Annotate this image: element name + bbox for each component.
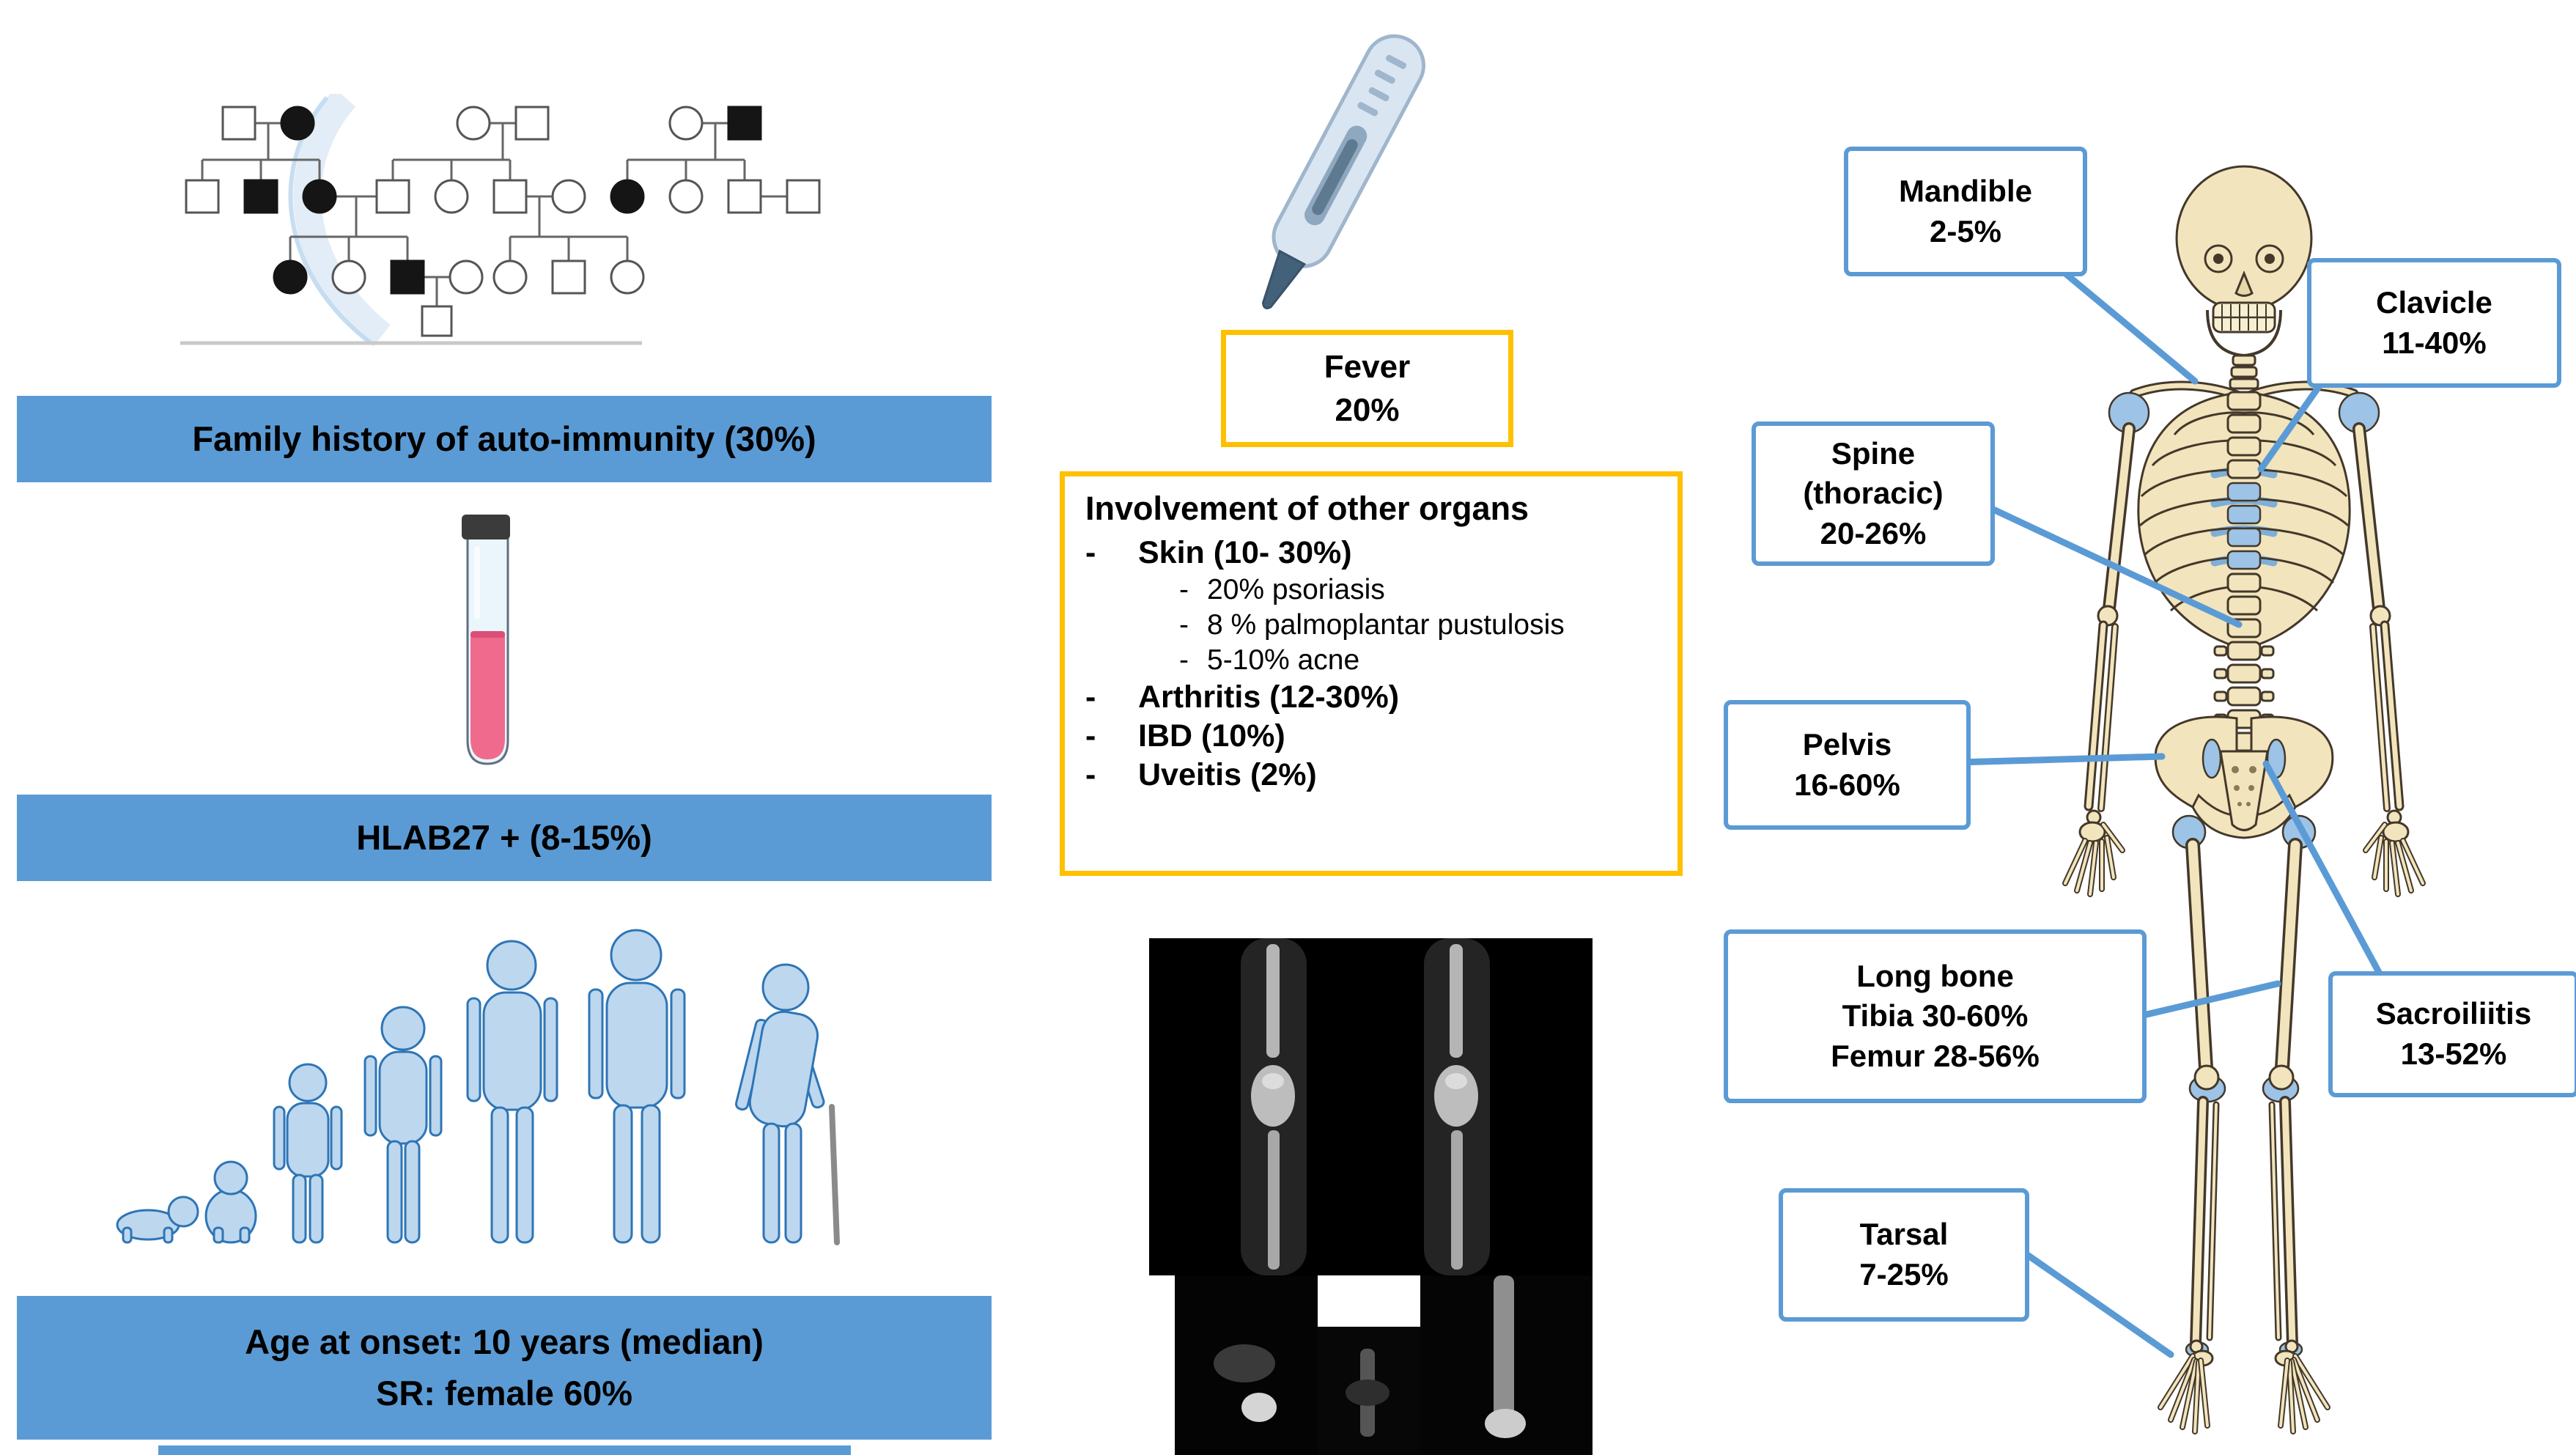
spine — [2213, 391, 2275, 752]
callout-pelvis-name: Pelvis — [1802, 726, 1892, 762]
other-organs-box: Involvement of other organs - Skin (10- … — [1060, 471, 1683, 876]
figure-adult — [466, 940, 558, 1244]
callout-tarsal-value: 7-25% — [1859, 1257, 1949, 1292]
organ-subitem-acne: - 5-10% acne — [1179, 644, 1360, 676]
pedigree-chart-icon — [180, 94, 821, 347]
family-history-text: Family history of auto-immunity (30%) — [192, 419, 816, 458]
hlab27-text: HLAB27 + (8-15%) — [356, 817, 652, 857]
si-joint-right — [2266, 738, 2287, 779]
callout-clavicle-value: 11-40% — [2382, 325, 2487, 360]
callout-spine-name: Spine — [1831, 435, 1916, 471]
callout-long-bone-tibia: Tibia 30-60% — [1842, 998, 2029, 1034]
cervical-spine — [2229, 354, 2259, 390]
callout-spine-value: 20-26% — [1820, 515, 1927, 550]
thermometer-icon — [1261, 34, 1425, 309]
organ-subitem-pustulosis: - 8 % palmoplantar pustulosis — [1179, 609, 1565, 641]
organ-item-skin: - Skin (10- 30%) — [1085, 535, 1352, 570]
callout-pelvis-value: 16-60% — [1794, 767, 1900, 802]
callout-long-bone-femur: Femur 28-56% — [1831, 1038, 2040, 1073]
hlab27-banner: HLAB27 + (8-15%) — [17, 795, 992, 881]
family-history-banner: Family history of auto-immunity (30%) — [17, 396, 992, 482]
callout-sacroiliitis: Sacroiliitis 13-52% — [2328, 971, 2576, 1097]
figure-adult-tall — [588, 929, 686, 1244]
figure-toddler — [204, 1160, 257, 1244]
organ-item-uveitis: - Uveitis (2%) — [1085, 757, 1317, 792]
callout-long-bone-name: Long bone — [1856, 958, 2014, 993]
leg-left — [2158, 838, 2226, 1434]
callout-pelvis: Pelvis 16-60% — [1724, 700, 1971, 830]
figure-elderly — [734, 963, 840, 1245]
skull — [2175, 165, 2313, 358]
callout-mandible-value: 2-5% — [1929, 213, 2002, 248]
callout-spine: Spine (thoracic) 20-26% — [1752, 421, 1995, 566]
leg-right — [2263, 845, 2328, 1432]
other-organs-title: Involvement of other organs — [1085, 490, 1529, 527]
callout-tarsal-name: Tarsal — [1859, 1217, 1949, 1252]
fever-title: Fever — [1324, 348, 1411, 385]
fever-box: Fever 20% — [1221, 330, 1513, 447]
figure-baby — [116, 1196, 199, 1244]
callout-mandible: Mandible 2-5% — [1844, 147, 2087, 276]
age-onset-banner: Age at onset: 10 years (median) SR: fema… — [17, 1296, 992, 1440]
cutoff-banner-strip — [158, 1445, 851, 1455]
callout-sacroiliitis-name: Sacroiliitis — [2375, 996, 2532, 1031]
organ-item-arthritis: - Arthritis (12-30%) — [1085, 679, 1400, 715]
arm-right — [2359, 429, 2423, 894]
si-joint-left — [2202, 738, 2222, 779]
fever-value: 20% — [1335, 392, 1400, 428]
age-onset-line2: SR: female 60% — [375, 1374, 633, 1412]
callout-long-bone: Long bone Tibia 30-60% Femur 28-56% — [1724, 929, 2147, 1103]
figure-teen — [363, 1006, 443, 1244]
callout-clavicle: Clavicle 11-40% — [2307, 258, 2561, 388]
clavicles — [2108, 380, 2380, 434]
callout-clavicle-name: Clavicle — [2376, 284, 2492, 320]
age-onset-line1: Age at onset: 10 years (median) — [245, 1322, 764, 1361]
callout-tarsal: Tarsal 7-25% — [1779, 1188, 2029, 1322]
organ-item-ibd: - IBD (10%) — [1085, 718, 1285, 754]
callout-sacroiliitis-value: 13-52% — [2400, 1036, 2507, 1071]
arm-left — [2062, 422, 2136, 897]
figure-child — [273, 1063, 343, 1244]
organ-subitem-psoriasis: - 20% psoriasis — [1179, 574, 1385, 605]
callout-mandible-name: Mandible — [1898, 173, 2032, 208]
growth-stages-icon — [116, 929, 840, 1245]
mri-image — [1149, 938, 1593, 1455]
test-tube-icon — [462, 515, 510, 765]
callout-spine-region: (thoracic) — [1803, 476, 1944, 511]
